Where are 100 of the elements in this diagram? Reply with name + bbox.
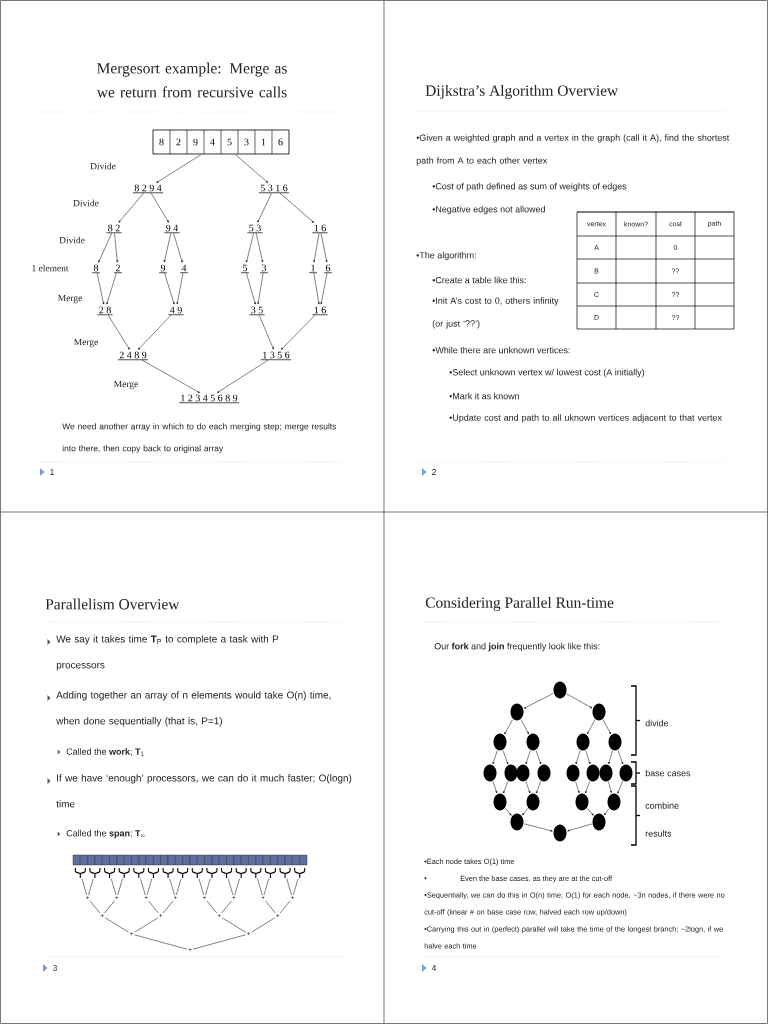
slide-title: Parallelism Overview [45, 598, 180, 610]
fork-symbol [177, 867, 189, 879]
graph-node [483, 764, 497, 782]
arrow [536, 781, 542, 794]
intro-text: Our fork and join frequently look like this: [434, 642, 600, 652]
fork-symbol [206, 867, 218, 879]
step-label: Divide [59, 236, 85, 244]
arrow [156, 154, 202, 183]
number-list: 5 [240, 264, 250, 274]
fork-symbol [279, 867, 291, 879]
number-list: 1 6 [312, 224, 328, 234]
arrow [617, 750, 624, 765]
bullet-text: •Cost of path defined as sum of weights of edges [432, 182, 627, 192]
graph-node [575, 793, 589, 811]
slide-title: Mergesort example: Merge as we return from recursive calls [96, 62, 287, 98]
number-list: 9 [158, 264, 168, 274]
bullet-text: We say it takes time T$_{P}$ to complete a task with P processors [56, 635, 279, 671]
arrow [585, 781, 591, 794]
arrow [587, 808, 594, 816]
arrow [255, 233, 264, 263]
step-label: Merge [74, 338, 98, 348]
slide-number: 4 [431, 965, 437, 971]
graph-node [510, 813, 524, 831]
arrow [141, 359, 200, 393]
bullet-text: •While there are unknown vertices: [432, 346, 570, 354]
arrow [279, 192, 314, 223]
brace-label: base cases [645, 769, 691, 777]
arrow [163, 233, 172, 263]
fork-symbol [235, 867, 247, 879]
arrow [258, 314, 274, 350]
graph-node [526, 793, 540, 811]
number-list: 8 [91, 264, 101, 274]
fork-symbol [264, 867, 276, 879]
arrow [164, 273, 175, 305]
arrow [524, 693, 554, 709]
arrow [246, 272, 256, 305]
bullet-text: •Update cost and path to all uknown vertices adjacent to that vertex [449, 414, 722, 423]
slide-number: 3 [52, 965, 57, 971]
fork-symbol [133, 867, 145, 879]
fork-symbol [74, 867, 86, 879]
arrow [150, 192, 169, 223]
slide-title: Considering Parallel Run-time [425, 597, 614, 612]
arrow [608, 750, 613, 764]
fork-symbol [250, 867, 262, 879]
brace-label: combine results [645, 802, 679, 837]
graph-node [526, 733, 540, 751]
arrow [281, 314, 316, 350]
step-label: Merge [114, 380, 138, 390]
graph-node [510, 703, 524, 721]
bullet-text: •Given a weighted graph and a vertex in the graph (call it A), find the shortest path from A to each other vertex [416, 134, 730, 166]
number-list: 4 9 [168, 306, 184, 316]
arrow [567, 823, 593, 832]
arrow [98, 233, 112, 263]
graph-node [566, 764, 580, 782]
slide-number: 1 [50, 469, 54, 475]
arrow [108, 314, 130, 350]
number-list: 3 [259, 264, 269, 274]
graph-node [576, 733, 590, 751]
arrow [617, 780, 623, 794]
bullet-text: Called the work; T$_{1}$ [66, 748, 144, 756]
arrow [566, 693, 593, 709]
arrow [604, 808, 610, 816]
graph-node [619, 764, 633, 782]
number-list: 5 3 [247, 224, 263, 234]
arrow [504, 719, 514, 735]
note-text: We need another array in which to do each merging step; merge results into there, then copy back to original array [62, 423, 337, 453]
arrow [320, 273, 328, 305]
graph-node [553, 681, 567, 699]
arrow [118, 192, 144, 223]
number-list: 3 5 [249, 306, 265, 316]
number-list: 1 [308, 264, 318, 274]
graph-node [592, 703, 606, 721]
arrow [173, 233, 183, 263]
number-list: 1 3 5 6 [260, 351, 292, 361]
slide-number: 2 [432, 469, 436, 475]
array-box: 8 2 9 4 5 3 1 6 [152, 129, 290, 155]
number-list: 1 2 3 4 5 6 8 9 [178, 394, 240, 404]
bullet-text: •Init A’s cost to 0, others infinity (or just ‘??’) [432, 297, 559, 329]
bullet-text: •Negative edges not allowed [432, 205, 545, 215]
graph-node [493, 733, 507, 751]
fork-symbol [221, 867, 233, 879]
arrow [492, 781, 498, 794]
arrow [492, 750, 498, 765]
graph-node [537, 764, 551, 782]
bullet-text: If we have ‘enough’ processors, we can do it much faster; O(logn) time [56, 774, 352, 808]
fork-symbol [89, 867, 101, 879]
number-list: 9 4 [164, 224, 180, 234]
arrow [245, 233, 254, 263]
arrow [257, 192, 272, 223]
arrow [575, 750, 581, 765]
arrow [313, 233, 320, 263]
arrow [138, 314, 172, 350]
brace-label: divide [645, 719, 669, 727]
arrow [608, 781, 612, 793]
number-list: 2 [113, 264, 123, 274]
arrow [320, 233, 328, 263]
arrow [257, 273, 264, 305]
number-list: 8 2 9 4 [132, 184, 164, 194]
arrow [502, 750, 509, 765]
graph-node [553, 824, 567, 842]
